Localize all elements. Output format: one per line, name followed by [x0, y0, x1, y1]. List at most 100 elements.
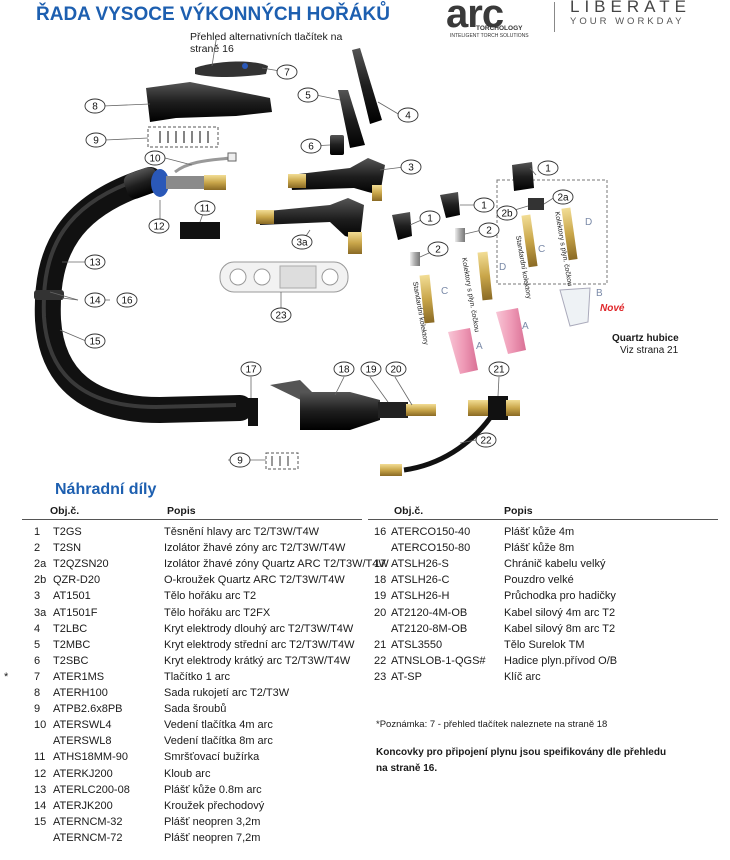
- row-desc: Vedení tlačítka 4m arc: [164, 719, 273, 732]
- callout-1-top: [537, 160, 559, 176]
- row-number: 16: [374, 526, 387, 538]
- svg-text:23: 23: [275, 311, 287, 322]
- header-rule: [22, 519, 362, 520]
- torch-body-fx-tip: [348, 232, 362, 254]
- svg-text:D: D: [585, 217, 592, 228]
- svg-text:18: 18: [338, 365, 350, 376]
- quartz-oring: [528, 198, 544, 210]
- callout-labels: 7 8 9 10 11 12 13 14 16 15 17 18 19 20 2…: [89, 68, 569, 467]
- row-ref: AT-SP: [391, 670, 422, 683]
- back-cap-medium: [338, 90, 365, 148]
- svg-text:B: B: [596, 288, 603, 299]
- button-lead: [174, 156, 231, 174]
- gland-19: [378, 402, 408, 418]
- sleeve-18: [300, 392, 380, 430]
- row-number: 12: [34, 767, 47, 780]
- row-desc: Chránič kabelu velký: [504, 558, 606, 571]
- row-number: 11: [34, 751, 46, 764]
- row-ref: ATHS18MM-90: [53, 751, 128, 764]
- row-desc: Plášť neopren 3,2m: [164, 815, 261, 828]
- row-ref: ATERCO150-80: [391, 542, 471, 555]
- table-row: ATERSWL8 Vedení tlačítka 8m arc: [22, 733, 362, 749]
- row-number: 10: [34, 719, 47, 732]
- surelok-left: [468, 400, 490, 416]
- collet-d: [477, 251, 493, 301]
- svg-text:C: C: [441, 286, 448, 297]
- row-ref: T2GS: [53, 526, 82, 538]
- callout-12: [148, 218, 170, 234]
- nozzle-a1: [448, 328, 478, 374]
- row-ref: ATSLH26-H: [391, 590, 450, 603]
- row-desc: Kabel silový 8m arc T2: [504, 622, 616, 635]
- svg-text:9: 9: [93, 136, 99, 147]
- row-desc: Vedení tlačítka 8m arc: [164, 735, 273, 748]
- row-desc: Kryt elektrody krátký arc T2/T3W/T4W: [164, 654, 351, 667]
- callout-5: [297, 87, 319, 103]
- svg-text:2a: 2a: [557, 193, 569, 204]
- row-number: 7: [34, 670, 41, 683]
- row-ref: ATERSWL8: [53, 735, 112, 748]
- callout-19: [360, 361, 382, 377]
- row-ref: T2QZSN20: [53, 558, 109, 571]
- trigger-part: [195, 61, 268, 77]
- new-label: Nové: [600, 303, 625, 314]
- power-cable-end-20: [406, 404, 436, 416]
- torch-body-tip: [372, 185, 382, 201]
- row-desc: Tělo hořáku arc T2FX: [164, 606, 271, 619]
- trigger-blue-dot: [242, 63, 248, 69]
- back-cap-long: [352, 48, 382, 124]
- row-desc: O-kroužek Quartz ARC T2/T3W/T4W: [164, 574, 345, 587]
- row-ref: AT1501F: [53, 606, 98, 619]
- callout-22: [475, 432, 497, 448]
- row-number: 21: [374, 638, 387, 651]
- logo-divider: [554, 2, 555, 32]
- row-number: 19: [374, 590, 387, 603]
- torch-body-fx: [258, 198, 364, 240]
- collet-gaslens-label: Kolektory s plyn. čočkou: [460, 257, 480, 333]
- logo-tagline-1: LIBERATE: [570, 0, 691, 16]
- row-ref: ATERSWL4: [53, 719, 112, 732]
- callout-13: [84, 254, 106, 270]
- row-number: 9: [34, 703, 41, 716]
- svg-text:1: 1: [545, 164, 551, 175]
- row-number: 1: [34, 526, 41, 538]
- row-desc: Sada šroubů: [164, 703, 227, 716]
- row-ref: AT1501: [53, 590, 91, 603]
- gasket-1b: [440, 192, 460, 218]
- svg-text:17: 17: [245, 365, 257, 376]
- row-desc: Kryt elektrody dlouhý arc T2/T3W/T4W: [164, 622, 354, 635]
- svg-text:20: 20: [390, 365, 402, 376]
- callout-23: [270, 307, 292, 323]
- collet-c: [419, 274, 435, 324]
- button-overview-note: Přehled alternativních tlačítek na stran…: [190, 31, 343, 55]
- callout-21: [488, 361, 510, 377]
- row-ref: ATERKJ200: [53, 767, 113, 780]
- joint-blue-ring: [151, 169, 169, 197]
- callout-15: [84, 333, 106, 349]
- row-number: 2b: [34, 574, 47, 587]
- svg-text:16: 16: [121, 296, 133, 307]
- row-number: 14: [34, 799, 47, 812]
- row-desc: Plášť kůže 0.8m arc: [164, 783, 262, 796]
- footnote: *Poznámka: 7 - přehled tlačítek naleznet…: [376, 719, 608, 730]
- svg-text:3: 3: [408, 163, 414, 174]
- row-desc: Průchodka pro hadičky: [504, 590, 616, 603]
- row-ref: T2MBC: [53, 638, 91, 651]
- row-desc: Kloub arc: [164, 767, 211, 780]
- row-ref: ATSLH26-S: [391, 558, 449, 571]
- callout-6: [300, 138, 322, 154]
- gas-fittings-note: Koncovky pro připojení plynu jsou speifi…: [376, 747, 667, 774]
- row-ref: QZR-D20: [53, 574, 101, 587]
- row-ref: ATER1MS: [53, 670, 105, 683]
- cable-highlight: [41, 175, 237, 410]
- callout-2-left: [427, 241, 449, 257]
- header-rule: [368, 519, 718, 520]
- row-desc: Izolátor žhavé zóny Quartz ARC T2/T3W/T4…: [164, 558, 389, 571]
- svg-text:4: 4: [405, 111, 411, 122]
- logo-tagline-2: YOUR WORKDAY: [570, 16, 685, 27]
